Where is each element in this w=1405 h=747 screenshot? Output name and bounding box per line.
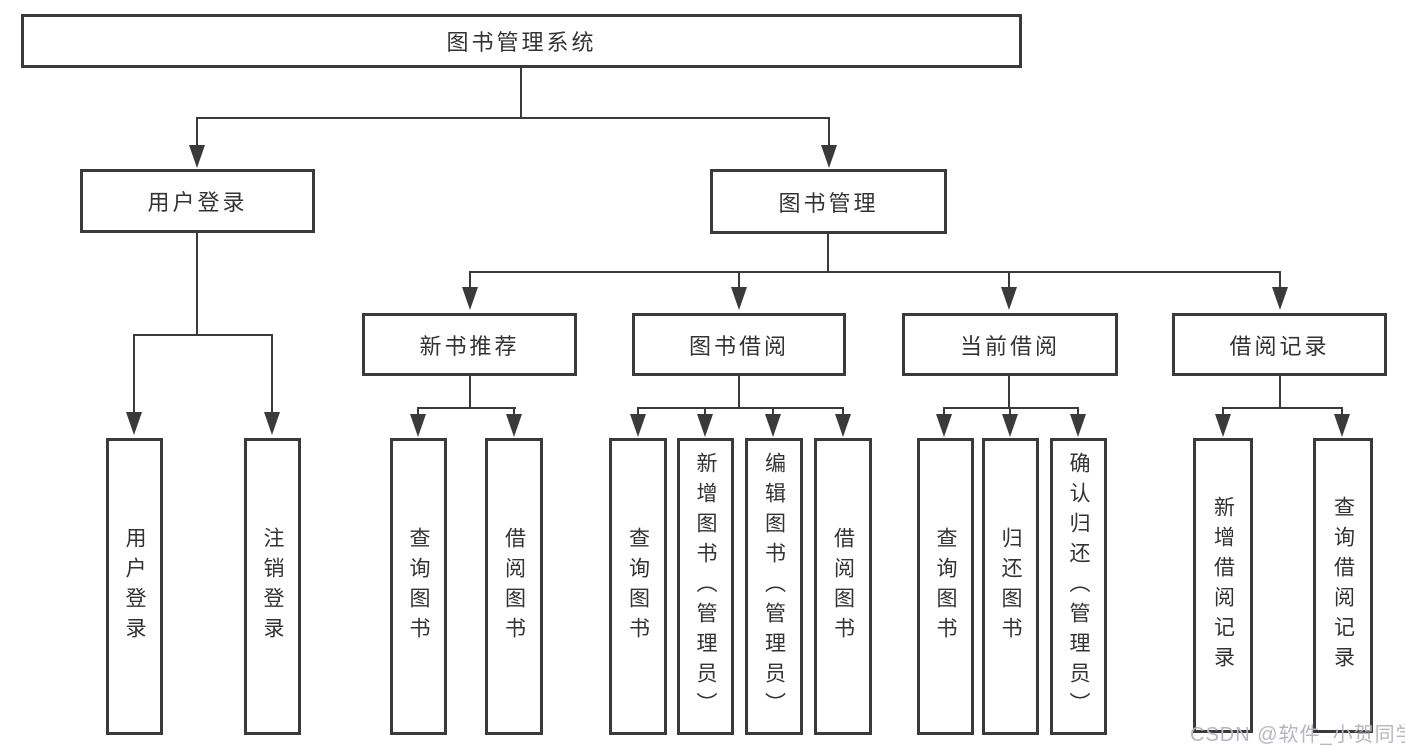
leaf-logout-login: 注销登录 xyxy=(244,438,301,735)
leaf-confirm-return-admin-label: 确认归还（管理员） xyxy=(1067,451,1090,722)
leaf-edit-books-admin-label: 编辑图书（管理员） xyxy=(762,451,786,722)
connector-line xyxy=(1279,271,1281,289)
connector-line xyxy=(1222,407,1342,409)
connector-line xyxy=(1008,376,1010,409)
leaf-add-books-admin-label: 新增图书（管理员） xyxy=(694,451,717,722)
node-library-management-system: 图书管理系统 xyxy=(21,14,1022,68)
connector-line xyxy=(196,117,198,147)
leaf-return-books-label: 归还图书 xyxy=(999,526,1022,647)
connector-line xyxy=(133,334,135,413)
leaf-user-login-label: 用户登录 xyxy=(123,526,146,647)
node-new-book-recommendation: 新书推荐 xyxy=(362,313,577,376)
leaf-query-books-recommend-label: 查询图书 xyxy=(407,526,430,647)
arrow-down-icon xyxy=(821,145,837,168)
arrow-down-icon xyxy=(630,414,646,437)
arrow-down-icon xyxy=(1002,414,1018,437)
arrow-down-icon xyxy=(506,414,522,437)
connector-line xyxy=(738,376,740,409)
node-current-borrowing: 当前借阅 xyxy=(902,313,1118,376)
connector-line xyxy=(196,117,830,119)
connector-line xyxy=(827,234,829,272)
arrow-down-icon xyxy=(1272,287,1288,310)
connector-line xyxy=(637,407,639,417)
connector-line xyxy=(842,407,844,417)
connector-line xyxy=(1341,407,1343,417)
arrow-down-icon xyxy=(1215,414,1231,437)
arrow-down-icon xyxy=(765,414,781,437)
arrow-down-icon xyxy=(697,414,713,437)
arrow-down-icon xyxy=(835,414,851,437)
connector-line xyxy=(1077,407,1079,417)
connector-line xyxy=(1279,376,1281,409)
connector-line xyxy=(133,334,273,336)
connector-line xyxy=(828,117,830,147)
arrow-down-icon xyxy=(1001,287,1017,310)
arrow-down-icon xyxy=(410,414,426,437)
leaf-query-books-borrow: 查询图书 xyxy=(609,438,667,735)
connector-line xyxy=(513,407,515,417)
connector-line xyxy=(637,407,844,409)
connector-line xyxy=(704,407,706,417)
leaf-query-borrow-record: 查询借阅记录 xyxy=(1313,438,1373,733)
watermark: CSDN @软件_小贺同学 xyxy=(1190,724,1405,746)
connector-line xyxy=(1009,407,1011,417)
leaf-query-books-current: 查询图书 xyxy=(917,438,974,735)
connector-line xyxy=(943,407,1079,409)
leaf-add-books-admin: 新增图书（管理员） xyxy=(677,438,734,735)
leaf-user-login: 用户登录 xyxy=(106,438,163,735)
arrow-down-icon xyxy=(1334,414,1350,437)
node-user-login: 用户登录 xyxy=(80,169,315,233)
node-book-borrowing: 图书借阅 xyxy=(632,313,846,376)
leaf-confirm-return-admin: 确认归还（管理员） xyxy=(1050,438,1107,735)
connector-line xyxy=(469,376,471,409)
arrow-down-icon xyxy=(462,287,478,310)
connector-line xyxy=(1008,271,1010,289)
arrow-down-icon xyxy=(264,412,280,435)
connector-line xyxy=(196,233,198,336)
arrow-down-icon xyxy=(126,412,142,435)
connector-line xyxy=(943,407,945,417)
connector-line xyxy=(417,407,419,417)
leaf-borrow-books: 借阅图书 xyxy=(814,438,872,735)
leaf-add-borrow-record: 新增借阅记录 xyxy=(1193,438,1253,733)
connector-line xyxy=(1222,407,1224,417)
leaf-borrow-books-recommend: 借阅图书 xyxy=(485,438,543,735)
leaf-query-books-recommend: 查询图书 xyxy=(390,438,447,735)
connector-line xyxy=(469,271,1281,273)
connector-line xyxy=(271,334,273,413)
arrow-down-icon xyxy=(731,287,747,310)
node-book-management: 图书管理 xyxy=(710,169,947,234)
connector-line xyxy=(738,271,740,289)
leaf-query-books-current-label: 查询图书 xyxy=(934,526,957,647)
connector-line xyxy=(417,407,516,409)
connector-line xyxy=(772,407,774,417)
leaf-return-books: 归还图书 xyxy=(982,438,1039,735)
leaf-edit-books-admin: 编辑图书（管理员） xyxy=(745,438,803,735)
leaf-borrow-books-label: 借阅图书 xyxy=(831,526,855,647)
node-borrowing-records: 借阅记录 xyxy=(1172,313,1387,376)
arrow-down-icon xyxy=(936,414,952,437)
connector-line xyxy=(520,68,522,118)
arrow-down-icon xyxy=(189,145,205,168)
leaf-borrow-books-recommend-label: 借阅图书 xyxy=(502,526,526,647)
arrow-down-icon xyxy=(1070,414,1086,437)
leaf-logout-login-label: 注销登录 xyxy=(261,526,284,647)
leaf-add-borrow-record-label: 新增借阅记录 xyxy=(1211,495,1235,676)
leaf-query-borrow-record-label: 查询借阅记录 xyxy=(1331,495,1355,676)
connector-line xyxy=(469,271,471,289)
leaf-query-books-borrow-label: 查询图书 xyxy=(626,526,650,647)
